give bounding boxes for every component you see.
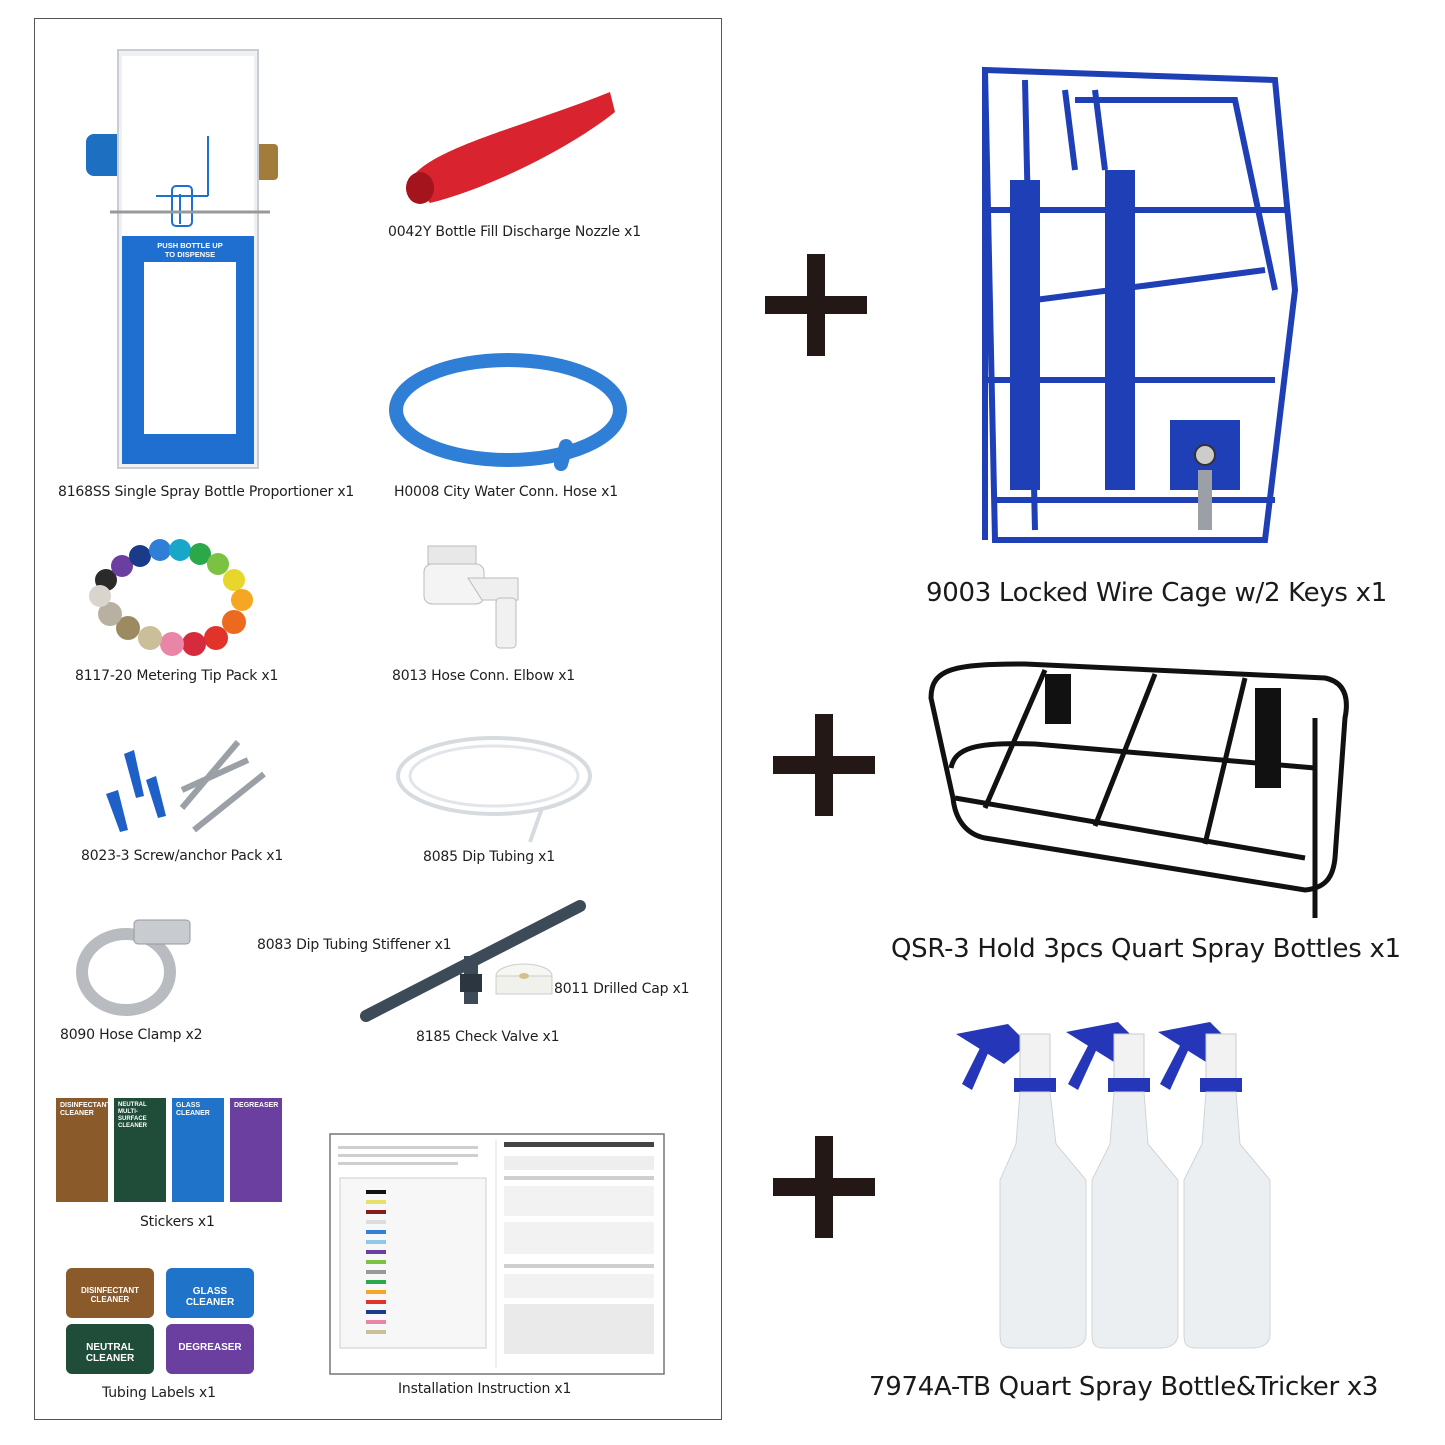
parts-panel [34, 18, 722, 1420]
stiffener-valve-image [360, 900, 586, 1022]
caption-elbow: 8013 Hose Conn. Elbow x1 [392, 668, 575, 684]
hose-elbow-image [423, 545, 519, 649]
caption-hose-clamp: 8090 Hose Clamp x2 [60, 1027, 203, 1043]
spray-bottle-rack-image [928, 661, 1349, 918]
caption-metering-tips: 8117-20 Metering Tip Pack x1 [75, 668, 279, 684]
tubing-label-disinfectant: DISINFECTANT CLEANER [66, 1268, 154, 1318]
sticker-glass: GLASS CLEANER [172, 1098, 224, 1202]
tubing-labels-group: DISINFECTANT CLEANER GLASS CLEANER NEUTR… [66, 1268, 256, 1376]
caption-spray-rack: QSR-3 Hold 3pcs Quart Spray Bottles x1 [891, 934, 1401, 964]
tubing-label-degreaser: DEGREASER [166, 1324, 254, 1374]
plus-icon [773, 1136, 875, 1238]
wire-cage-image [981, 66, 1299, 543]
sticker-degreaser-text: DEGREASER [234, 1102, 279, 1109]
tubing-label-neutral: NEUTRAL CLEANER [66, 1324, 154, 1374]
tubing-label-disinfectant-text: DISINFECTANT CLEANER [80, 1286, 140, 1304]
water-hose-image [389, 353, 627, 471]
hose-clamp-image [76, 919, 191, 1016]
sticker-disinfectant: DISINFECTANT CLEANER [56, 1098, 111, 1202]
spray-bottles-image [956, 1022, 1271, 1349]
dip-tubing-image [396, 736, 592, 843]
sticker-glass-text: GLASS CLEANER [176, 1102, 210, 1117]
stickers-group: DISINFECTANT CLEANER NEUTRAL MULTI-SURFA… [56, 1098, 282, 1202]
tubing-label-glass: GLASS CLEANER [166, 1268, 254, 1318]
caption-hose: H0008 City Water Conn. Hose x1 [394, 484, 618, 500]
discharge-nozzle-image [406, 92, 615, 204]
caption-check-valve: 8185 Check Valve x1 [416, 1029, 560, 1045]
drilled-cap-image [495, 963, 553, 995]
caption-dip-tubing: 8085 Dip Tubing x1 [423, 849, 555, 865]
tubing-label-neutral-text: NEUTRAL CLEANER [85, 1342, 135, 1364]
caption-spray-bottles: 7974A-TB Quart Spray Bottle&Tricker x3 [869, 1372, 1379, 1402]
caption-wire-cage: 9003 Locked Wire Cage w/2 Keys x1 [926, 578, 1387, 608]
plus-icon [765, 254, 867, 356]
tubing-label-glass-text: GLASS CLEANER [185, 1286, 235, 1308]
proportioner-image [86, 49, 278, 469]
caption-tubing-labels: Tubing Labels x1 [102, 1385, 216, 1401]
caption-stickers: Stickers x1 [140, 1214, 215, 1230]
metering-tips-image [89, 539, 253, 656]
caption-proportioner: 8168SS Single Spray Bottle Proportioner … [58, 484, 355, 500]
proportioner-device-text: PUSH BOTTLE UP TO DISPENSE [157, 241, 223, 259]
screw-anchor-image [106, 740, 266, 833]
sticker-neutral: NEUTRAL MULTI-SURFACE CLEANER [114, 1098, 166, 1202]
caption-screw-anchor: 8023-3 Screw/anchor Pack x1 [81, 848, 284, 864]
tubing-label-degreaser-text: DEGREASER [178, 1342, 242, 1353]
sticker-disinfectant-text: DISINFECTANT CLEANER [60, 1102, 111, 1117]
sticker-degreaser: DEGREASER [230, 1098, 282, 1202]
caption-drilled-cap: 8011 Drilled Cap x1 [554, 981, 690, 997]
plus-icon [773, 714, 875, 816]
instruction-sheet-image [329, 1133, 665, 1375]
caption-instructions: Installation Instruction x1 [398, 1381, 572, 1397]
caption-stiffener: 8083 Dip Tubing Stiffener x1 [257, 937, 452, 953]
sticker-neutral-text: NEUTRAL MULTI-SURFACE CLEANER [118, 1102, 148, 1129]
caption-nozzle: 0042Y Bottle Fill Discharge Nozzle x1 [388, 224, 641, 240]
